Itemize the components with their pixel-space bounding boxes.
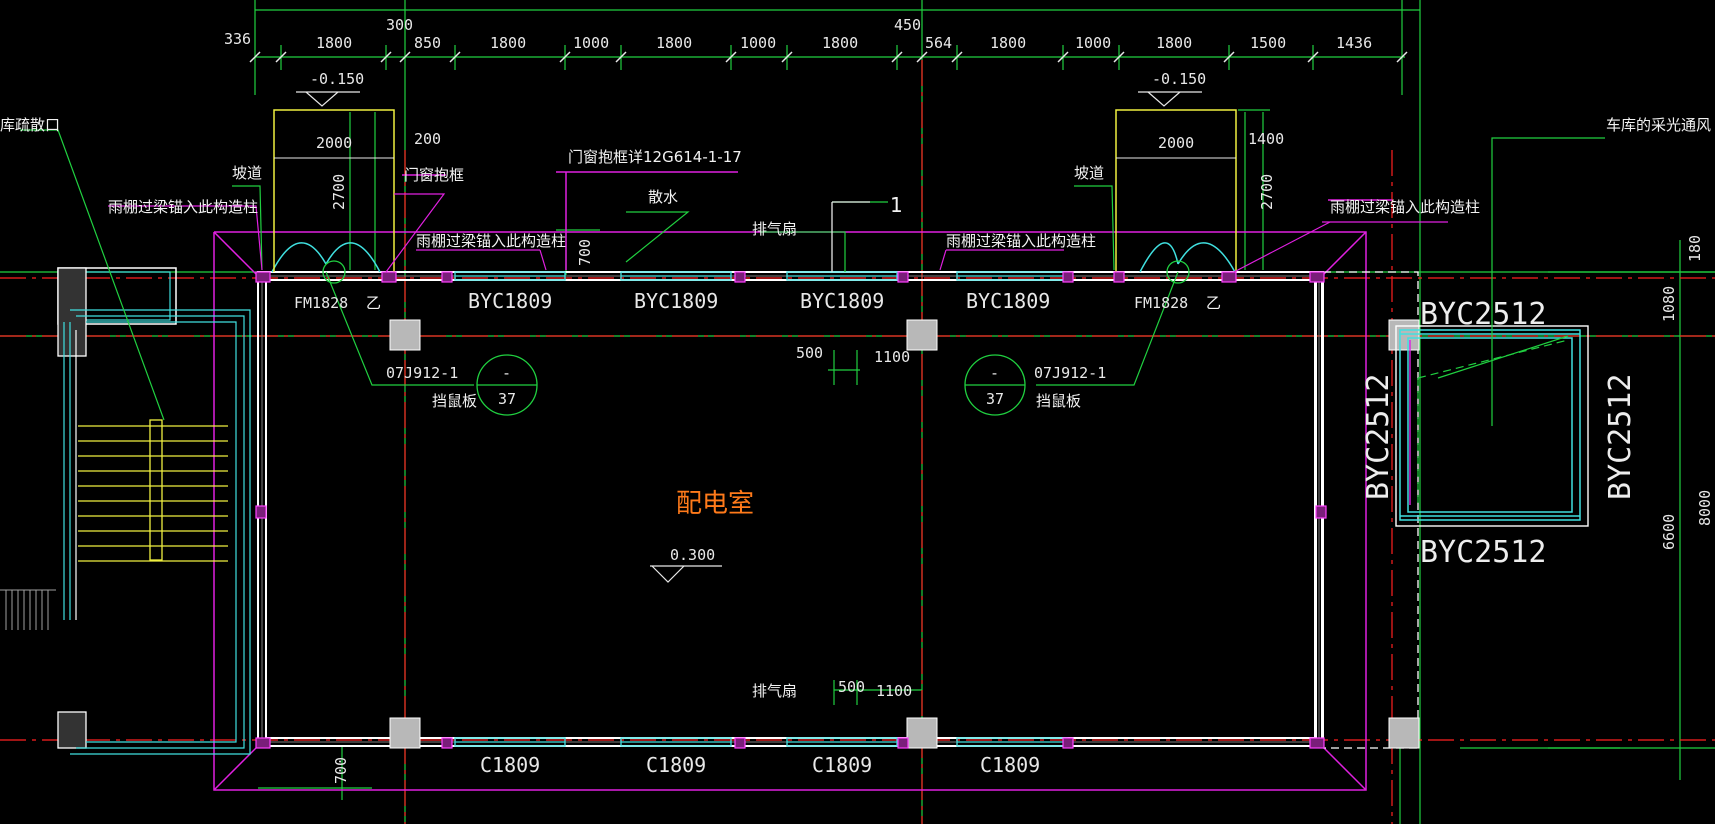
leader-lines xyxy=(20,129,1605,426)
posts xyxy=(255,271,1327,749)
stair-block xyxy=(57,267,251,755)
label-canopy-right: 雨棚过梁锚入此构造柱 xyxy=(1330,198,1480,216)
dim-2700-left: 2700 xyxy=(330,174,348,210)
label-ramp-left: 坡道 xyxy=(232,164,262,182)
section-mark-label: 1 xyxy=(890,193,903,217)
elevation-markers xyxy=(296,91,1202,583)
label-door-detail: 门窗抱框详12G614-1-17 xyxy=(568,148,742,166)
dim-1100-mid: 1100 xyxy=(874,348,910,366)
window-right-left-vertical: BYC2512 xyxy=(1361,374,1396,500)
elevation-right: -0.150 xyxy=(1152,70,1206,88)
door-swings xyxy=(271,242,1236,273)
window-bottom-3: C1809 xyxy=(812,753,872,777)
label-rat-board-left: 挡鼠板 xyxy=(432,392,477,410)
axis-lines xyxy=(0,60,1715,824)
dim-1800-a: 1800 xyxy=(316,34,352,52)
dim-1800-f: 1800 xyxy=(1156,34,1192,52)
stair-steps xyxy=(78,419,228,562)
canopies xyxy=(273,109,1237,272)
dim-850: 850 xyxy=(414,34,441,52)
dim-1400: 1400 xyxy=(1248,130,1284,148)
dim-1800-b: 1800 xyxy=(490,34,526,52)
dim-1500: 1500 xyxy=(1250,34,1286,52)
elevation-room: 0.300 xyxy=(670,546,715,564)
detail-dash-right: - xyxy=(990,364,999,382)
label-fan-top: 排气扇 xyxy=(752,220,797,238)
door-grade-left: 乙 xyxy=(366,294,381,312)
dim-2000-left: 2000 xyxy=(316,134,352,152)
columns xyxy=(389,319,1420,749)
label-garage-light: 车库的采光通风 xyxy=(1606,116,1711,134)
detail-code-right: 07J912-1 xyxy=(1034,364,1106,382)
apron-outline xyxy=(213,171,1392,791)
detail-num-right: 37 xyxy=(986,390,1004,408)
label-canopy-mid-right: 雨棚过梁锚入此构造柱 xyxy=(946,232,1096,250)
door-grade-right: 乙 xyxy=(1206,294,1221,312)
label-ramp-right: 坡道 xyxy=(1074,164,1104,182)
window-top-4: BYC1809 xyxy=(966,289,1050,313)
dim-700-top: 700 xyxy=(576,239,594,266)
detail-circle-right xyxy=(964,260,1190,416)
room-label: 配电室 xyxy=(676,489,754,519)
detail-circle-left xyxy=(322,260,538,416)
door-label-right: FM1828 xyxy=(1134,294,1188,312)
window-top-2: BYC1809 xyxy=(634,289,718,313)
dim-1800-d: 1800 xyxy=(822,34,858,52)
label-fan-bottom: 排气扇 xyxy=(752,682,797,700)
section-mark xyxy=(831,201,870,272)
label-rat-board-right: 挡鼠板 xyxy=(1036,392,1081,410)
door-label-left: FM1828 xyxy=(294,294,348,312)
label-canopy-left: 雨棚过梁锚入此构造柱 xyxy=(108,198,258,216)
window-top-3: BYC1809 xyxy=(800,289,884,313)
dim-2000-right: 2000 xyxy=(1158,134,1194,152)
leader-lines-magenta xyxy=(108,193,1448,273)
dim-1800-e: 1800 xyxy=(990,34,1026,52)
dim-6600: 6600 xyxy=(1660,514,1678,550)
stair-hatch xyxy=(0,589,56,630)
dim-2700-right: 2700 xyxy=(1258,174,1276,210)
dim-1800-c: 1800 xyxy=(656,34,692,52)
dim-1080: 1080 xyxy=(1660,286,1678,322)
window-right-bottom: BYC2512 xyxy=(1420,535,1546,570)
light-well xyxy=(1399,329,1581,521)
window-bottom-1: C1809 xyxy=(480,753,540,777)
dim-450: 450 xyxy=(894,16,921,34)
dim-1000-b: 1000 xyxy=(740,34,776,52)
window-top-1: BYC1809 xyxy=(468,289,552,313)
dim-180: 180 xyxy=(1686,235,1704,262)
dim-1100-bot: 1100 xyxy=(876,682,912,700)
dim-200: 200 xyxy=(414,130,441,148)
window-bottom-2: C1809 xyxy=(646,753,706,777)
window-right-top: BYC2512 xyxy=(1420,297,1546,332)
windows-top-symbols xyxy=(454,271,1068,281)
dim-1436: 1436 xyxy=(1336,34,1372,52)
light-well-dashed xyxy=(1417,339,1569,505)
window-bottom-4: C1809 xyxy=(980,753,1040,777)
dim-336: 336 xyxy=(224,30,251,48)
label-apron: 散水 xyxy=(648,188,678,206)
detail-num-left: 37 xyxy=(498,390,516,408)
dim-500-bot: 500 xyxy=(838,678,865,696)
window-right-right-vertical: BYC2512 xyxy=(1603,374,1638,500)
label-garage-exit: 库疏散口 xyxy=(0,116,60,134)
dimension-ticks xyxy=(249,51,1408,63)
dim-1000-a: 1000 xyxy=(573,34,609,52)
elevation-left: -0.150 xyxy=(310,70,364,88)
detail-dash-left: - xyxy=(502,364,511,382)
dim-1000-c: 1000 xyxy=(1075,34,1111,52)
dim-700-bottom: 700 xyxy=(332,757,350,784)
label-canopy-mid-left: 雨棚过梁锚入此构造柱 xyxy=(416,232,566,250)
dim-564: 564 xyxy=(925,34,952,52)
annex-dashed xyxy=(1323,271,1419,749)
label-door-frame: 门窗抱框 xyxy=(404,166,464,184)
dim-500-mid: 500 xyxy=(796,344,823,362)
wall-gray-lines xyxy=(261,275,1320,743)
detail-code-left: 07J912-1 xyxy=(386,364,458,382)
dim-300: 300 xyxy=(386,16,413,34)
dim-8000: 8000 xyxy=(1696,490,1714,526)
